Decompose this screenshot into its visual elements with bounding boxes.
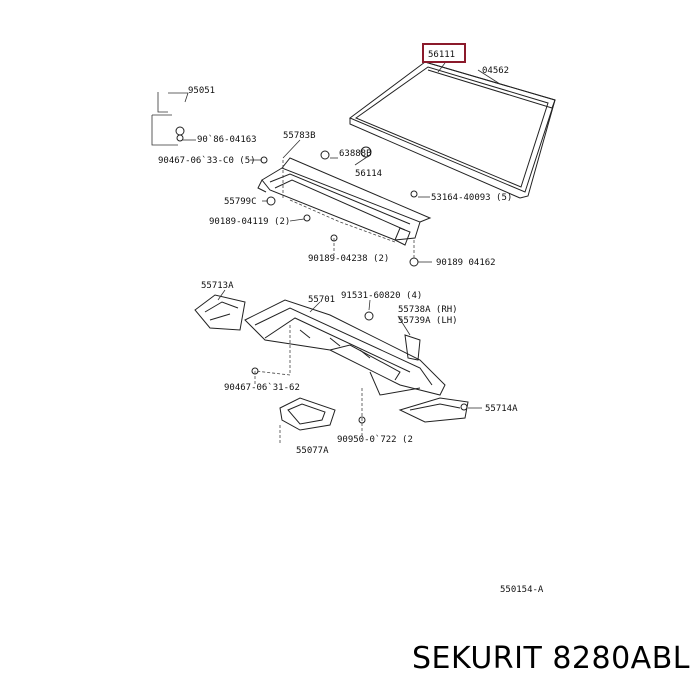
label-bracket-top[interactable]: 95051 xyxy=(188,86,215,96)
leader-lines xyxy=(151,62,501,445)
highlight-box xyxy=(422,43,466,63)
label-seal-lh[interactable]: 55739A (LH) xyxy=(398,316,458,326)
brand-part-number: SEKURIT 8280ABL xyxy=(411,641,690,676)
windshield-glass xyxy=(349,61,556,199)
label-screw-d[interactable]: 90189-04238 (2) xyxy=(308,254,389,264)
label-clip-b[interactable]: 56114 xyxy=(355,169,382,179)
label-bracket-left[interactable]: 55713A xyxy=(201,281,234,291)
label-bracket-right[interactable]: 55714A xyxy=(485,404,518,414)
label-diagram-code: 550154-A xyxy=(500,585,544,595)
label-cover[interactable]: 55077A xyxy=(296,446,329,456)
part-labels: 56111 04562 95051 90`86-04163 90467-06`3… xyxy=(158,50,544,595)
label-clip-a[interactable]: 90`86-04163 xyxy=(197,134,257,145)
label-screw-e[interactable]: 90189 04162 xyxy=(436,258,496,268)
label-seal-rh[interactable]: 55738A (RH) xyxy=(398,305,458,315)
label-fastener-a[interactable]: 55799C xyxy=(224,197,257,207)
label-plug-b[interactable]: 90950-0`722 (2 xyxy=(337,434,413,445)
cover-part xyxy=(279,397,336,431)
label-cowl-panel-top[interactable]: 55783B xyxy=(283,131,316,141)
label-screw-c[interactable]: 90189-04119 (2) xyxy=(209,217,290,227)
bracket-right xyxy=(398,397,469,423)
cowl-panel xyxy=(244,299,446,396)
label-screw-a[interactable]: 90467-06`33-C0 (5) xyxy=(158,155,256,166)
label-plug-a[interactable]: 63888B xyxy=(339,149,372,159)
label-windshield[interactable]: 56111 xyxy=(428,50,455,60)
label-screw-g[interactable]: 90467-06`31-62 xyxy=(224,382,300,393)
label-screw-b[interactable]: 53164-40093 (5) xyxy=(431,193,512,203)
label-cowl-panel[interactable]: 55701 xyxy=(308,295,335,305)
cowl-top-panel xyxy=(257,157,432,246)
label-screw-f[interactable]: 91531-60820 (4) xyxy=(341,291,422,301)
label-windshield-mould[interactable]: 04562 xyxy=(482,66,509,76)
bracket-left xyxy=(194,294,246,331)
